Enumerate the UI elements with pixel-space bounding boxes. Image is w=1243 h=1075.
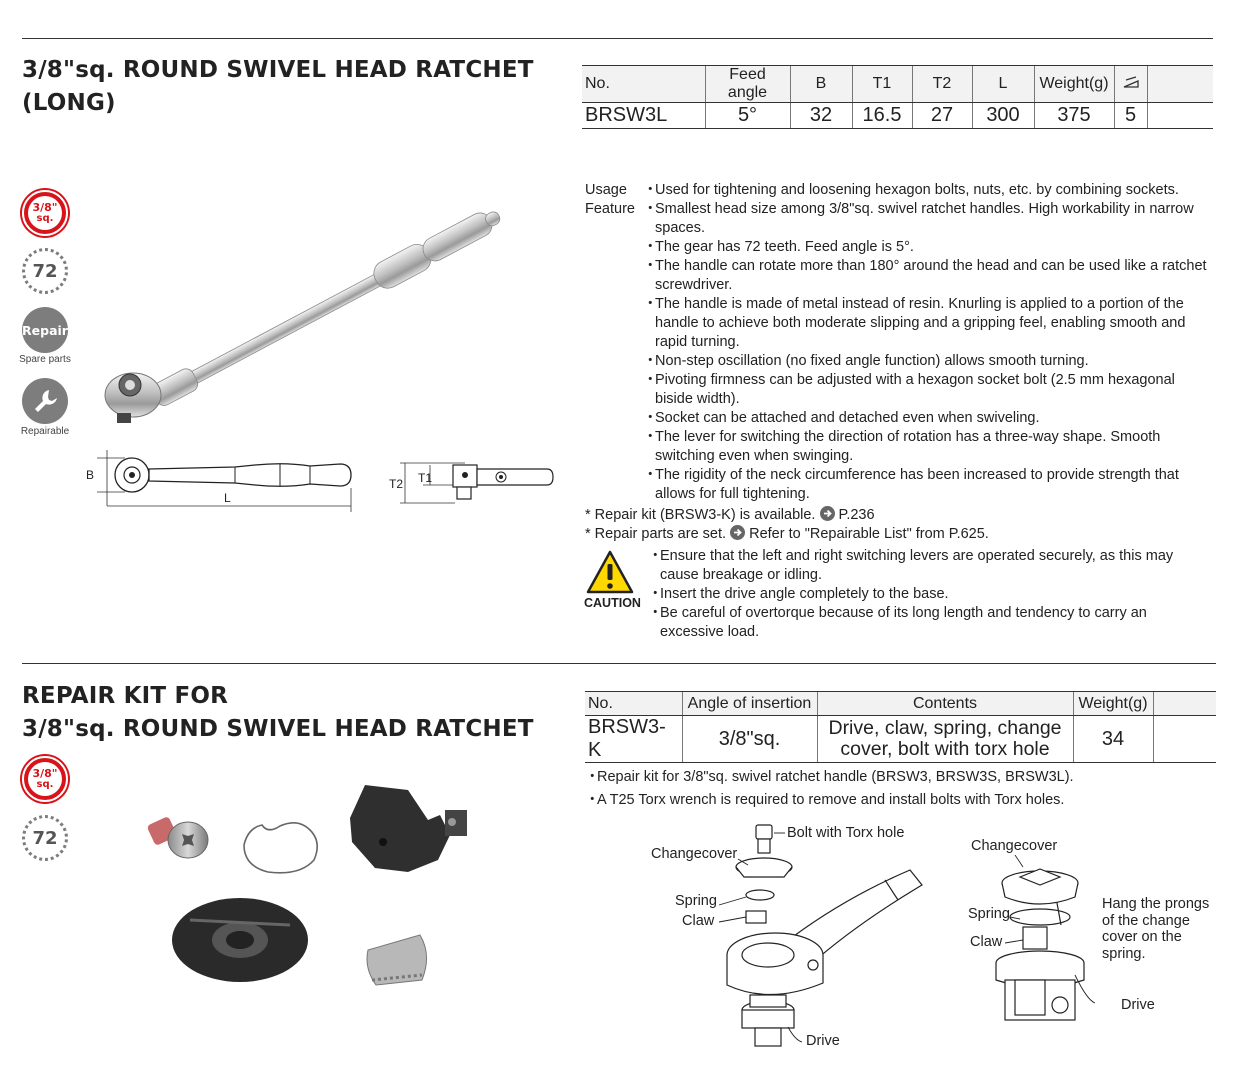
exploded-diagram-left bbox=[718, 824, 923, 1047]
spec-table: No. Feed angle B T1 T2 L Weight(g) BRSW3… bbox=[582, 65, 1213, 129]
col-t2: T2 bbox=[911, 65, 972, 103]
arrow-circle-icon bbox=[819, 506, 835, 521]
changecover-part bbox=[350, 785, 467, 872]
label-spring-right: Spring bbox=[968, 906, 1010, 922]
assembly-diagram-right bbox=[995, 855, 1096, 1021]
section2-title: REPAIR KIT FOR 3/8"sq. ROUND SWIVEL HEAD… bbox=[22, 683, 534, 742]
list-item: ・Be careful of overtorque because of its… bbox=[648, 605, 1147, 640]
list-item: ・The lever for switching the direction o… bbox=[643, 429, 1161, 464]
label-bolt: Bolt with Torx hole bbox=[787, 825, 905, 841]
kit-table-header: No. Angle of insertion Contents Weight(g… bbox=[585, 691, 1216, 716]
list-item: ・The gear has 72 teeth. Feed angle is 5°… bbox=[643, 239, 914, 255]
repairable-badge bbox=[22, 378, 68, 424]
col-t1: T1 bbox=[851, 65, 912, 103]
list-item: ・Non-step oscillation (no fixed angle fu… bbox=[643, 353, 1089, 369]
col-blank bbox=[1146, 65, 1213, 103]
drive-part bbox=[172, 898, 308, 982]
usage-row: Usage ・ Used for tightening and loosenin… bbox=[585, 182, 1179, 198]
ratchet-top-view bbox=[97, 450, 352, 512]
spec-table-header: No. Feed angle B T1 T2 L Weight(g) bbox=[582, 65, 1213, 103]
caution-label: CAUTION bbox=[584, 596, 641, 610]
table-row: BRSW3L 5° 32 16.5 27 300 375 5 bbox=[582, 102, 1213, 129]
dim-t1-label: T1 bbox=[418, 471, 433, 485]
label-changecover: Changecover bbox=[651, 846, 738, 862]
label-claw-right: Claw bbox=[970, 934, 1003, 950]
caution-icon bbox=[586, 550, 634, 594]
ratchet-photo bbox=[104, 211, 501, 423]
hang-note: Hang the prongs of the change cover on t… bbox=[1102, 896, 1210, 962]
col-blank bbox=[1152, 691, 1216, 716]
claw-part bbox=[366, 934, 427, 986]
list-item: ・The rigidity of the neck circumference … bbox=[643, 467, 1179, 502]
label-claw: Claw bbox=[682, 913, 715, 929]
list-item: ・Repair kit for 3/8"sq. swivel ratchet h… bbox=[585, 769, 1074, 785]
kit-table: No. Angle of insertion Contents Weight(g… bbox=[585, 691, 1216, 763]
arrow-circle-icon bbox=[730, 525, 746, 540]
dim-t2-label: T2 bbox=[389, 477, 404, 491]
dim-l-label: L bbox=[224, 491, 231, 505]
label-spring: Spring bbox=[675, 893, 717, 909]
parts-photo bbox=[147, 785, 467, 986]
table-row: BRSW3-K 3/8"sq. Drive, claw, spring, cha… bbox=[585, 715, 1216, 763]
list-item: ・Ensure that the left and right switchin… bbox=[648, 548, 1174, 583]
col-l: L bbox=[971, 65, 1034, 103]
repairable-caption: Repairable bbox=[20, 426, 70, 437]
spring-part bbox=[243, 822, 318, 874]
spare-parts-caption: Spare parts bbox=[19, 354, 71, 365]
repair-parts-note: * Repair parts are set. Refer to "Repair… bbox=[585, 525, 989, 542]
ratchet-side-view bbox=[400, 462, 554, 504]
col-no: No. bbox=[585, 691, 682, 716]
list-item: ・The handle can rotate more than 180° ar… bbox=[643, 258, 1207, 293]
list-item: ・The handle is made of metal instead of … bbox=[643, 296, 1186, 350]
size-badge: 3/8" sq. bbox=[22, 190, 68, 236]
list-item: ・Pivoting firmness can be adjusted with … bbox=[643, 372, 1175, 407]
label-drive: Drive bbox=[806, 1033, 840, 1049]
size-badge: 3/8" sq. bbox=[22, 756, 68, 802]
label-drive-right: Drive bbox=[1121, 997, 1155, 1013]
kit-notes: ・Repair kit for 3/8"sq. swivel ratchet h… bbox=[585, 766, 1213, 812]
col-angle: Angle of insertion bbox=[681, 691, 817, 716]
label-changecover-right: Changecover bbox=[971, 838, 1058, 854]
section2-rule bbox=[22, 663, 1216, 664]
dim-b-label: B bbox=[86, 468, 95, 482]
list-item: ・Socket can be attached and detached eve… bbox=[643, 410, 1040, 426]
wrench-icon bbox=[35, 390, 57, 412]
feature-row: Feature ・ Smallest head size among 3/8"s… bbox=[585, 201, 1194, 236]
package-icon bbox=[1123, 76, 1139, 88]
teeth-badge: 72 bbox=[22, 248, 68, 294]
col-package bbox=[1113, 65, 1147, 103]
col-contents: Contents bbox=[816, 691, 1073, 716]
repair-badge: Repair bbox=[22, 307, 68, 353]
section1-title: 3/8"sq. ROUND SWIVEL HEAD RATCHET (LONG) bbox=[22, 57, 534, 116]
bolt-part bbox=[147, 817, 209, 859]
col-no: No. bbox=[582, 65, 705, 103]
caution-list: ・Ensure that the left and right switchin… bbox=[648, 547, 1208, 642]
col-b: B bbox=[789, 65, 852, 103]
teeth-badge: 72 bbox=[22, 815, 68, 861]
top-rule bbox=[22, 38, 1213, 39]
col-weight: Weight(g) bbox=[1033, 65, 1114, 103]
repair-kit-note: * Repair kit (BRSW3-K) is available. P.2… bbox=[585, 506, 875, 523]
list-item: ・Insert the drive angle completely to th… bbox=[648, 586, 949, 602]
list-item: ・A T25 Torx wrench is required to remove… bbox=[585, 792, 1065, 808]
col-weight: Weight(g) bbox=[1072, 691, 1153, 716]
col-feed-angle: Feed angle bbox=[704, 65, 790, 103]
description: Usage ・ Used for tightening and loosenin… bbox=[585, 181, 1213, 544]
